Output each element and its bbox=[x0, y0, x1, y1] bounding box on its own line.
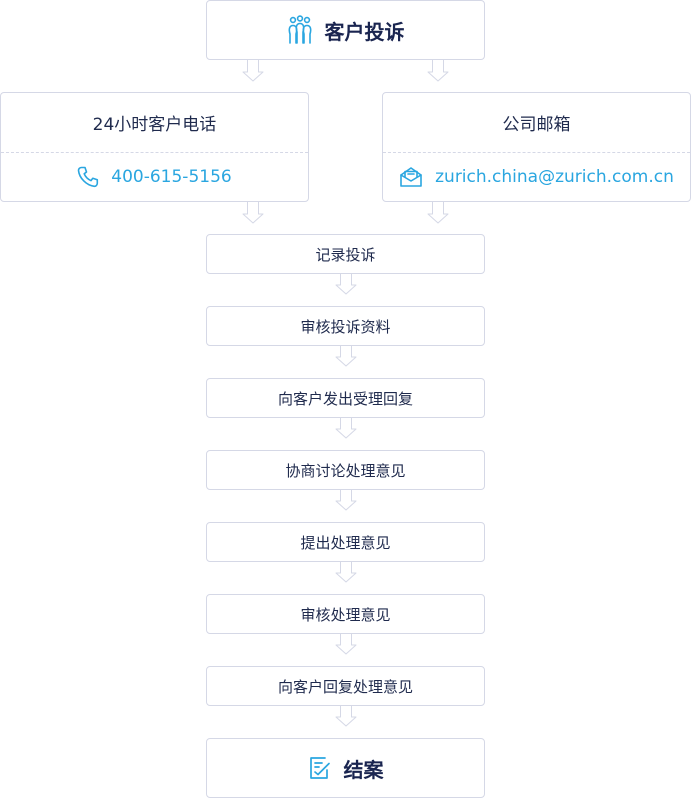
complaint-header-title: 客户投诉 bbox=[324, 19, 405, 44]
phone-channel-body: 400-615-5156 bbox=[1, 153, 308, 201]
step-label: 审核投诉资料 bbox=[300, 317, 391, 336]
arrow-down-icon bbox=[335, 633, 357, 655]
email-address-link[interactable]: zurich.china@zurich.com.cn bbox=[435, 167, 674, 187]
complaint-header-box: 客户投诉 bbox=[206, 0, 485, 60]
people-group-icon bbox=[287, 15, 313, 45]
step-review-materials: 审核投诉资料 bbox=[206, 306, 485, 346]
email-channel-label: 公司邮箱 bbox=[383, 93, 690, 153]
step-propose-opinion: 提出处理意见 bbox=[206, 522, 485, 562]
step-negotiate-opinion: 协商讨论处理意见 bbox=[206, 450, 485, 490]
step-review-opinion: 审核处理意见 bbox=[206, 594, 485, 634]
step-label: 协商讨论处理意见 bbox=[285, 461, 406, 480]
arrow-down-icon bbox=[335, 345, 357, 367]
step-reply-opinion: 向客户回复处理意见 bbox=[206, 666, 485, 706]
step-label: 向客户发出受理回复 bbox=[277, 389, 413, 408]
arrow-down-icon bbox=[335, 561, 357, 583]
step-send-acceptance-reply: 向客户发出受理回复 bbox=[206, 378, 485, 418]
arrow-down-icon bbox=[427, 59, 449, 82]
arrow-down-icon bbox=[242, 59, 264, 82]
phone-number-link[interactable]: 400-615-5156 bbox=[111, 167, 232, 187]
case-closed-box: 结案 bbox=[206, 738, 485, 798]
phone-icon bbox=[77, 166, 99, 188]
email-channel-card: 公司邮箱 zurich.china@zurich.com.cn bbox=[382, 92, 691, 202]
arrow-down-icon bbox=[335, 273, 357, 295]
edit-check-icon bbox=[308, 756, 332, 780]
arrow-down-icon bbox=[335, 705, 357, 727]
case-closed-title: 结案 bbox=[343, 757, 384, 782]
phone-channel-card: 24小时客户电话 400-615-5156 bbox=[0, 92, 309, 202]
mail-icon bbox=[399, 166, 423, 188]
step-label: 记录投诉 bbox=[315, 245, 376, 264]
step-label: 审核处理意见 bbox=[300, 605, 391, 624]
phone-channel-label: 24小时客户电话 bbox=[1, 93, 308, 153]
step-label: 向客户回复处理意见 bbox=[277, 677, 413, 696]
email-channel-body: zurich.china@zurich.com.cn bbox=[383, 153, 690, 201]
arrow-down-icon bbox=[335, 417, 357, 439]
step-record-complaint: 记录投诉 bbox=[206, 234, 485, 274]
step-label: 提出处理意见 bbox=[300, 533, 391, 552]
arrow-down-icon bbox=[427, 202, 449, 224]
arrow-down-icon bbox=[242, 202, 264, 224]
arrow-down-icon bbox=[335, 489, 357, 511]
